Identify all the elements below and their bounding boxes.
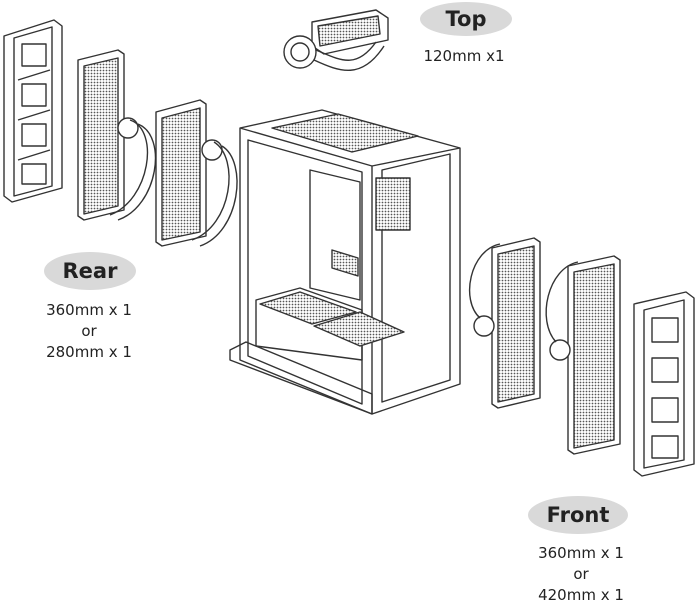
- front-badge: Front: [528, 496, 628, 534]
- front-radiator-1: [468, 237, 541, 409]
- rear-badge: Rear: [44, 252, 136, 290]
- rear-radiator-360: [77, 49, 157, 221]
- top-badge: Top: [420, 2, 512, 36]
- top-aio-120: [283, 9, 389, 71]
- rear-fan-bracket: [3, 19, 63, 203]
- front-spec: 360mm x 1 or 420mm x 1: [538, 544, 624, 604]
- rear-spec: 360mm x 1 or 280mm x 1: [46, 301, 132, 361]
- rear-radiator-280: [155, 99, 238, 247]
- front-radiator-2: [545, 255, 621, 455]
- top-spec: 120mm x1: [423, 47, 505, 65]
- front-fan-bracket: [633, 291, 695, 477]
- pc-chassis: [229, 109, 461, 415]
